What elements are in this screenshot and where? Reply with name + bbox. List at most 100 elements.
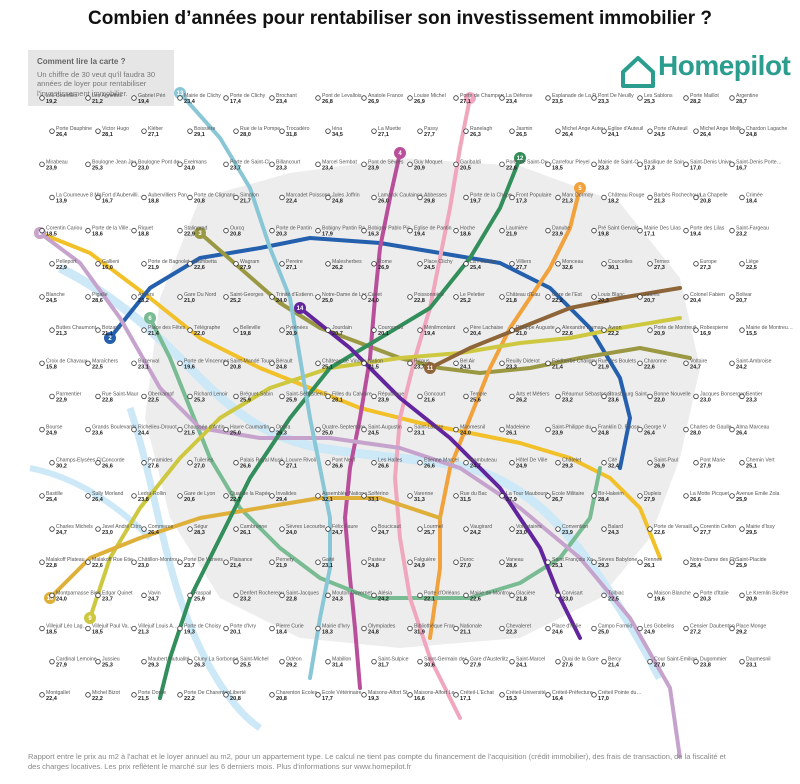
station-dot[interactable]: [545, 161, 551, 168]
station-dot[interactable]: [729, 559, 735, 565]
station[interactable]: Malakoff Plateau …22,8: [39, 557, 91, 569]
station[interactable]: Pont de Levallois…26,8: [315, 93, 367, 105]
station-dot[interactable]: [499, 360, 505, 366]
station[interactable]: George V26,4: [637, 425, 667, 437]
station-dot[interactable]: [407, 426, 413, 433]
station-dot[interactable]: [555, 393, 561, 400]
station-dot[interactable]: [647, 526, 653, 532]
station-dot[interactable]: [739, 592, 745, 599]
station[interactable]: Malakoff Rue Etie…22,6: [85, 557, 138, 569]
station-dot[interactable]: [499, 692, 505, 698]
station-dot[interactable]: [591, 625, 597, 632]
station-dot[interactable]: [509, 460, 515, 466]
station-dot[interactable]: [187, 194, 193, 201]
station-dot[interactable]: [545, 559, 551, 565]
station-dot[interactable]: [325, 460, 331, 466]
station[interactable]: Mairie de Montreu…15,5: [739, 325, 793, 337]
station-dot[interactable]: [85, 360, 91, 366]
station[interactable]: Châtillon-Montrou…23,0: [131, 557, 184, 569]
station-dot[interactable]: [131, 360, 137, 366]
station[interactable]: Barbès Rochechoua…21,3: [647, 192, 707, 204]
station-dot[interactable]: [591, 493, 597, 499]
station-dot[interactable]: [601, 128, 607, 134]
station-dot[interactable]: [739, 194, 745, 201]
station-dot[interactable]: [85, 493, 91, 499]
station-dot[interactable]: [325, 658, 331, 665]
station-dot[interactable]: [141, 327, 147, 333]
station-dot[interactable]: [49, 658, 55, 665]
station-dot[interactable]: [223, 559, 229, 565]
station-dot[interactable]: [683, 625, 689, 632]
station[interactable]: Villejuif Paul Va…18,5: [85, 624, 133, 636]
station-dot[interactable]: [187, 128, 193, 134]
station-dot[interactable]: [141, 460, 147, 466]
station-dot[interactable]: [39, 692, 45, 698]
station-dot[interactable]: [233, 261, 239, 267]
station-dot[interactable]: [187, 460, 193, 466]
station-dot[interactable]: [739, 393, 745, 400]
station-dot[interactable]: [371, 460, 377, 466]
station-dot[interactable]: [269, 559, 275, 565]
station-dot[interactable]: [85, 95, 91, 101]
station-dot[interactable]: [269, 493, 275, 499]
station-dot[interactable]: [463, 194, 469, 201]
station-dot[interactable]: [601, 393, 607, 400]
station-dot[interactable]: [683, 227, 689, 234]
station-dot[interactable]: [325, 526, 331, 532]
station[interactable]: Saint-Denis Unive…17,0: [683, 159, 737, 171]
station-dot[interactable]: [141, 526, 147, 532]
station-dot[interactable]: [95, 393, 101, 400]
station-dot[interactable]: [315, 95, 321, 101]
station-dot[interactable]: [279, 261, 285, 267]
station-dot[interactable]: [545, 95, 551, 101]
station-dot[interactable]: [545, 625, 551, 632]
station[interactable]: Ecole Vétérinaire…17,7: [315, 690, 367, 702]
station-dot[interactable]: [693, 261, 699, 267]
station-dot[interactable]: [591, 360, 597, 366]
station[interactable]: Bobigny Pantin Ra…17,9: [315, 226, 370, 238]
station-dot[interactable]: [49, 393, 55, 400]
station-dot[interactable]: [407, 692, 413, 698]
